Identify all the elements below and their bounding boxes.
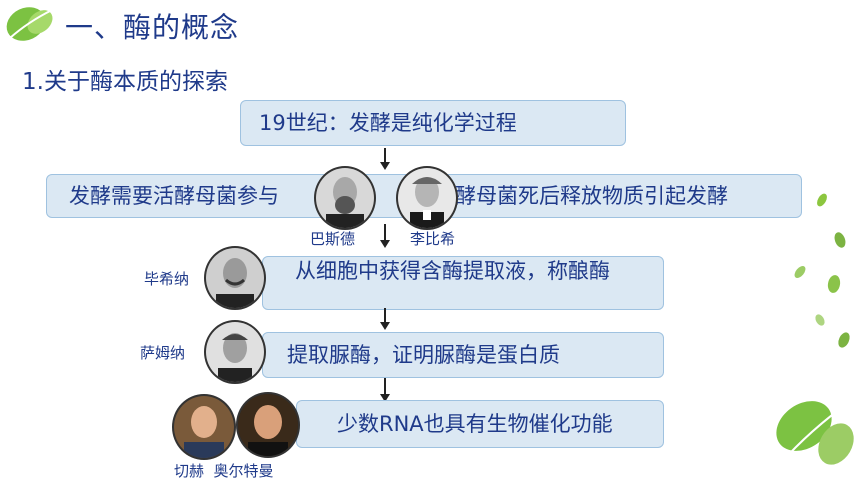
step-text: 19世纪：发酵是纯化学过程 [259, 111, 517, 135]
arrow-4 [384, 378, 386, 396]
name-pasteur: 巴斯德 [310, 230, 356, 248]
name-buchner: 毕希纳 [144, 270, 190, 288]
leaf-logo-icon [6, 7, 53, 41]
portrait-altman [236, 392, 300, 458]
arrow-1-head [380, 162, 390, 170]
step-box-rna: 少数RNA也具有生物催化功能 [296, 400, 664, 448]
step-box-19th-century: 19世纪：发酵是纯化学过程 [240, 100, 626, 146]
decorative-leaves-icon [776, 193, 854, 465]
arrow-3-head [380, 322, 390, 330]
portrait-buchner [204, 246, 266, 310]
portrait-cech [172, 394, 236, 460]
page-title: 一、酶的概念 [65, 11, 240, 44]
arrow-3 [384, 308, 386, 324]
arrow-4-head [380, 394, 390, 402]
name-cech-altman: 切赫 奥尔特曼 [174, 462, 274, 480]
step-box-sumner: 提取脲酶，证明脲酶是蛋白质 [262, 332, 664, 378]
portrait-sumner [204, 320, 266, 384]
name-sumner: 萨姆纳 [140, 344, 186, 362]
step-text: 少数RNA也具有生物催化功能 [337, 412, 613, 436]
arrow-1 [384, 148, 386, 164]
step-box-buchner: 从细胞中获得含酶提取液，称酿酶 [262, 256, 664, 310]
step-text: 从细胞中获得含酶提取液，称酿酶 [295, 259, 610, 283]
name-liebig: 李比希 [410, 230, 456, 248]
step-text: 提取脲酶，证明脲酶是蛋白质 [287, 343, 560, 367]
step-text-right: 酵母菌死后释放物质引起发酵 [455, 184, 728, 208]
arrow-2 [384, 224, 386, 242]
portrait-liebig [396, 166, 458, 230]
arrow-2-head [380, 240, 390, 248]
step-text-left: 发酵需要活酵母菌参与 [69, 184, 279, 208]
section-subtitle: 1.关于酶本质的探索 [22, 69, 228, 95]
portrait-pasteur [314, 166, 376, 230]
